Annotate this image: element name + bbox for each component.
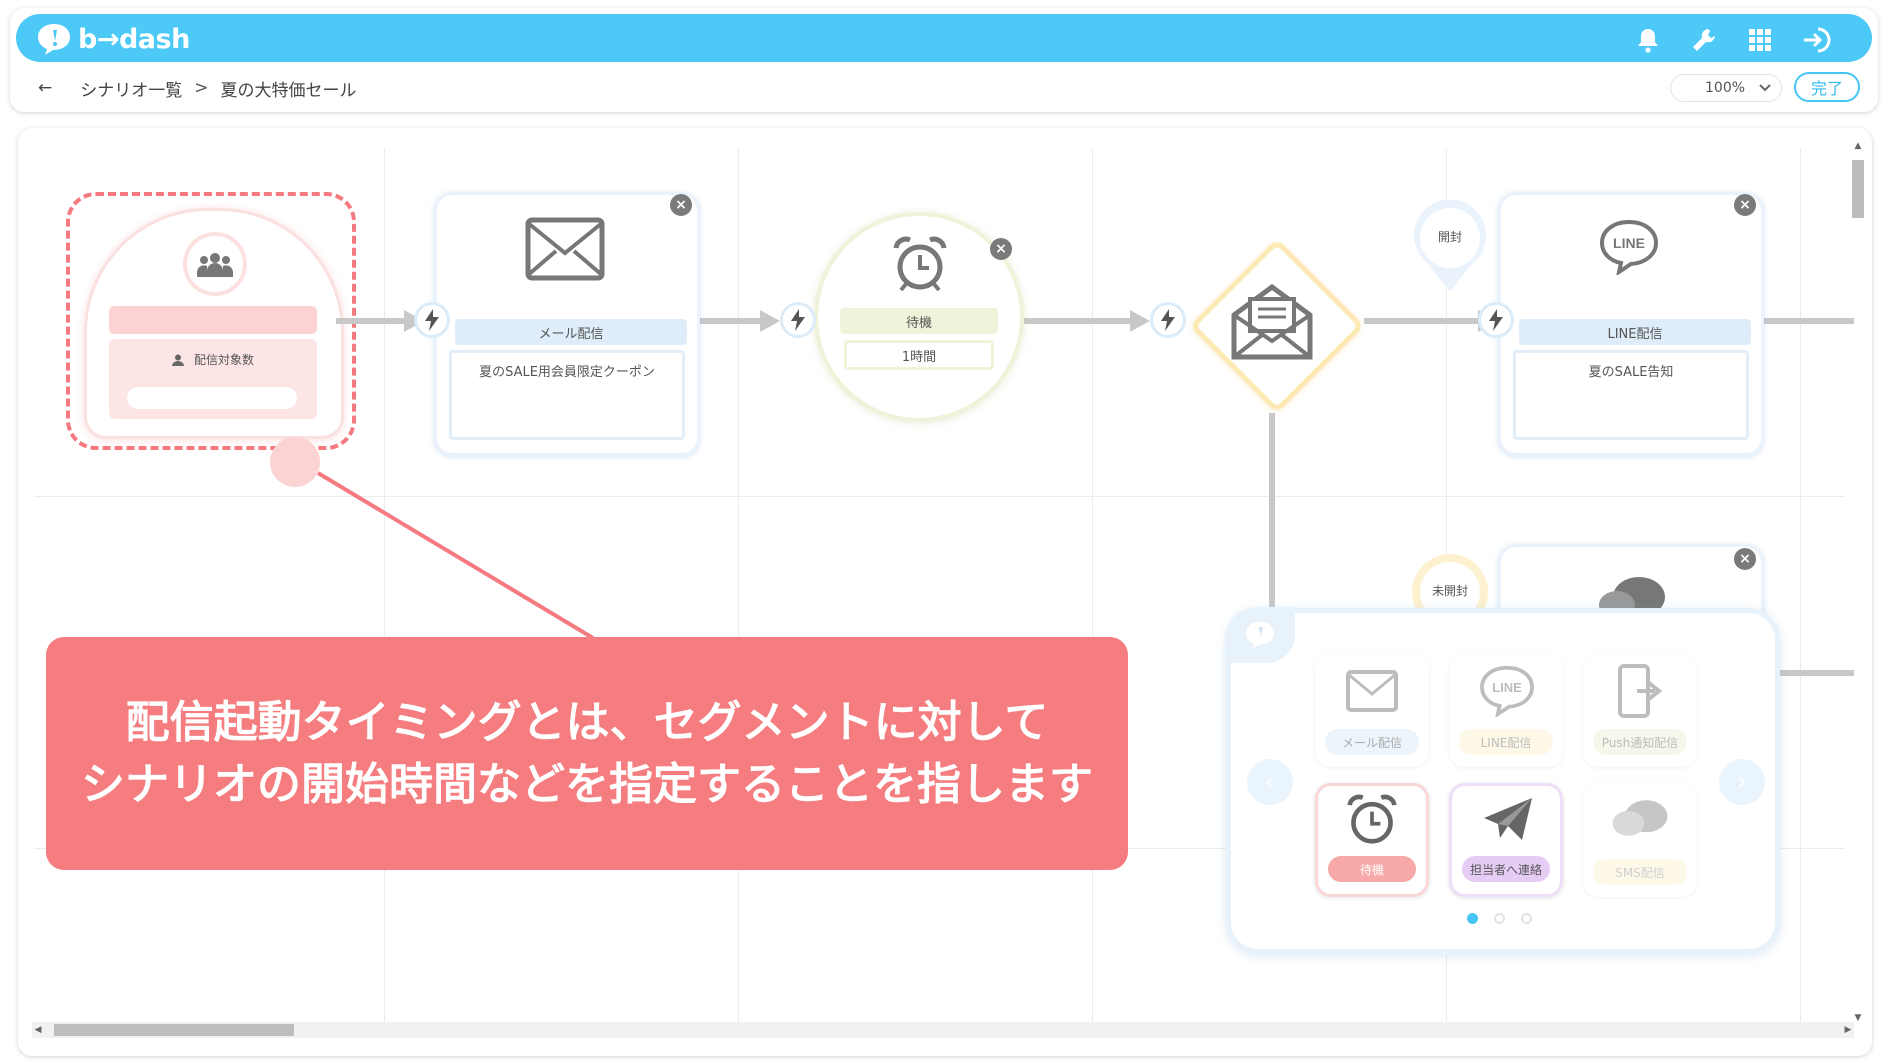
bell-icon[interactable] bbox=[1630, 22, 1666, 58]
alarm-clock-icon bbox=[1347, 794, 1397, 844]
open-mail-icon bbox=[1230, 281, 1314, 365]
app-bar bbox=[16, 14, 1872, 62]
palette-pagination bbox=[1467, 913, 1532, 924]
line-node-header: LINE配信 bbox=[1519, 319, 1751, 345]
pagination-dot-active[interactable] bbox=[1467, 913, 1478, 924]
grid-line bbox=[384, 148, 385, 1028]
horizontal-scrollbar[interactable]: ◀ ▶ bbox=[32, 1022, 1854, 1038]
segment-count-label: 配信対象数 bbox=[193, 353, 254, 367]
wait-node-duration: 1時間 bbox=[844, 340, 994, 370]
segment-count-value bbox=[127, 387, 297, 409]
palette-item-mail-label: メール配信 bbox=[1325, 729, 1419, 755]
brand-bubble-icon bbox=[38, 24, 70, 55]
line-icon: LINE bbox=[1599, 219, 1659, 279]
callout-line-2: シナリオの開始時間などを指定することを指します bbox=[81, 758, 1093, 810]
opened-pin: 開封 bbox=[1410, 200, 1490, 296]
grid-icon[interactable] bbox=[1742, 22, 1778, 58]
palette-logo-icon bbox=[1225, 607, 1295, 663]
svg-text:LINE: LINE bbox=[1492, 680, 1522, 695]
explanation-callout: 配信起動タイミングとは、セグメントに対して シナリオの開始時間などを指定すること… bbox=[46, 637, 1128, 870]
mail-node[interactable]: メール配信 夏のSALE用会員限定クーポン bbox=[434, 192, 700, 456]
unopened-pin-label: 未開封 bbox=[1431, 584, 1468, 598]
palette-item-sms[interactable]: SMS配信 bbox=[1583, 783, 1697, 897]
line-node-close-icon[interactable]: × bbox=[1734, 194, 1756, 216]
chevron-down-icon bbox=[1759, 84, 1771, 92]
palette-item-push-label: Push通知配信 bbox=[1593, 729, 1687, 755]
palette-item-push[interactable]: Push通知配信 bbox=[1583, 653, 1697, 767]
sms-icon bbox=[1612, 800, 1668, 836]
envelope-icon bbox=[525, 217, 605, 285]
scenario-canvas[interactable]: ▲ ▼ ◀ ▶ 配信対象数 bbox=[18, 128, 1872, 1056]
paper-plane-icon bbox=[1484, 798, 1532, 840]
palette-prev-button[interactable]: ‹ bbox=[1247, 759, 1293, 805]
zoom-value: 100% bbox=[1705, 80, 1746, 96]
horizontal-scroll-thumb[interactable] bbox=[54, 1024, 294, 1036]
palette-item-line-label: LINE配信 bbox=[1459, 729, 1553, 755]
segment-output-handle[interactable] bbox=[270, 437, 320, 487]
line-icon: LINE bbox=[1480, 665, 1534, 717]
palette-item-wait-label: 待機 bbox=[1328, 856, 1416, 882]
mail-trigger-bolt-icon[interactable] bbox=[414, 302, 450, 338]
opened-pin-label: 開封 bbox=[1437, 230, 1462, 244]
sms-node-close-icon[interactable]: × bbox=[1734, 548, 1756, 570]
callout-line-1: 配信起動タイミングとは、セグメントに対して bbox=[125, 696, 1049, 748]
vertical-scrollbar[interactable]: ▲ ▼ bbox=[1852, 142, 1864, 1023]
wait-node-close-icon[interactable]: × bbox=[990, 238, 1012, 260]
breadcrumb-current: 夏の大特価セール bbox=[220, 80, 357, 101]
pagination-dot[interactable] bbox=[1521, 913, 1532, 924]
grid-line bbox=[34, 496, 1844, 497]
mail-node-header: メール配信 bbox=[455, 319, 687, 345]
palette-next-button[interactable]: › bbox=[1719, 759, 1765, 805]
person-icon bbox=[171, 354, 184, 366]
segment-header-bar bbox=[109, 306, 317, 334]
palette-item-line[interactable]: LINE LINE配信 bbox=[1449, 653, 1563, 767]
line-node[interactable]: LINE LINE配信 夏のSALE告知 bbox=[1498, 192, 1764, 456]
callout-pointer-line bbox=[316, 310, 1854, 676]
wait-node-header: 待機 bbox=[840, 308, 998, 334]
alarm-clock-icon bbox=[892, 236, 948, 296]
line-node-body: 夏のSALE告知 bbox=[1513, 350, 1749, 440]
segment-node[interactable]: 配信対象数 bbox=[84, 208, 344, 439]
breadcrumb-parent-link[interactable]: シナリオ一覧 bbox=[80, 80, 183, 101]
brand-logo[interactable]: b→dash bbox=[36, 22, 190, 56]
unopened-pin: 未開封 bbox=[1410, 552, 1490, 624]
palette-item-sms-label: SMS配信 bbox=[1593, 859, 1687, 885]
wrench-icon[interactable] bbox=[1686, 22, 1722, 58]
mail-node-body: 夏のSALE用会員限定クーポン bbox=[449, 350, 685, 440]
back-arrow-icon[interactable]: ← bbox=[38, 78, 53, 98]
line-icon-text: LINE bbox=[1613, 235, 1645, 251]
mail-node-close-icon[interactable]: × bbox=[670, 194, 692, 216]
grid-line bbox=[1800, 148, 1801, 1028]
palette-item-wait[interactable]: 待機 bbox=[1315, 783, 1429, 897]
done-button[interactable]: 完了 bbox=[1794, 72, 1860, 102]
wait-trigger-bolt-icon[interactable] bbox=[780, 302, 816, 338]
zoom-select[interactable]: 100% bbox=[1670, 74, 1782, 102]
mail-icon bbox=[1346, 670, 1398, 712]
vertical-scroll-thumb[interactable] bbox=[1852, 160, 1864, 218]
node-palette: ‹ › メール配信 LINE LINE配信 Push通知配信 待機 担当者へ連絡… bbox=[1225, 607, 1780, 954]
group-icon bbox=[183, 232, 247, 296]
logout-icon[interactable] bbox=[1800, 22, 1836, 58]
palette-item-contact[interactable]: 担当者へ連絡 bbox=[1449, 783, 1563, 897]
pagination-dot[interactable] bbox=[1494, 913, 1505, 924]
breadcrumb-separator: > bbox=[194, 78, 209, 98]
branch-trigger-bolt-icon[interactable] bbox=[1150, 302, 1186, 338]
brand-name: b→dash bbox=[78, 23, 190, 55]
wait-node[interactable]: 待機 1時間 bbox=[814, 212, 1024, 422]
grid-line bbox=[1092, 148, 1093, 1028]
line-trigger-bolt-icon[interactable] bbox=[1478, 302, 1514, 338]
palette-item-mail[interactable]: メール配信 bbox=[1315, 653, 1429, 767]
grid-line bbox=[738, 148, 739, 1028]
push-icon bbox=[1618, 664, 1663, 718]
segment-body: 配信対象数 bbox=[109, 339, 317, 419]
breadcrumb: ← シナリオ一覧 > 夏の大特価セール bbox=[38, 76, 357, 101]
palette-item-contact-label: 担当者へ連絡 bbox=[1462, 856, 1550, 882]
